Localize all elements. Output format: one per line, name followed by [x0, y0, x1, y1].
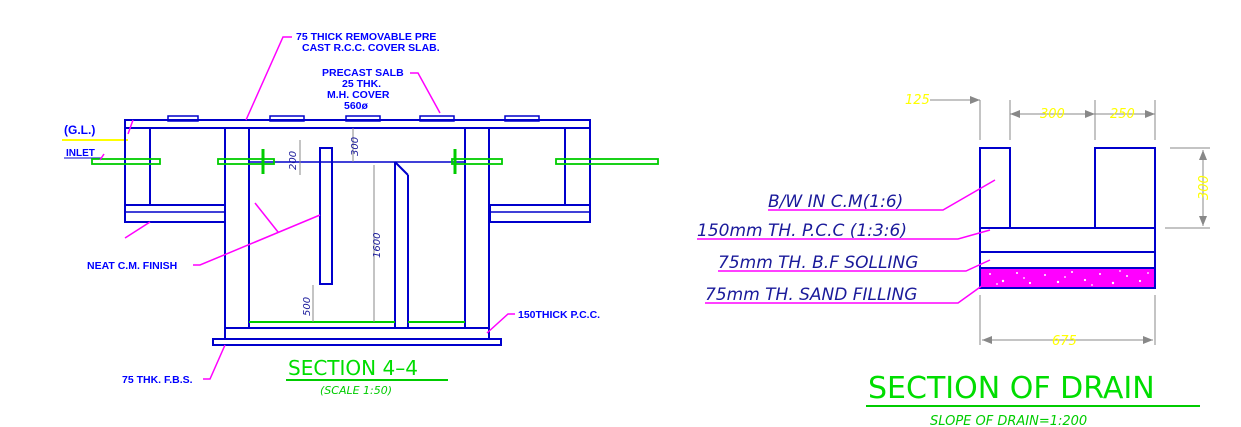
- section-of-drain: 125 300 250 300: [697, 93, 1212, 427]
- bottom-dim-arrow-l: [982, 336, 992, 344]
- leader-cover-slab: [245, 36, 292, 121]
- dim-300-top-arrowhead-l: [1010, 110, 1020, 118]
- cover-slab-label-2: CAST R.C.C. COVER SLAB.: [302, 42, 440, 54]
- bf-label: 75mm TH. B.F SOLLING: [718, 253, 918, 273]
- cover-block-3: [345, 115, 381, 122]
- drain-right-wall: [1094, 147, 1156, 229]
- leader-left-base: [124, 221, 151, 239]
- pcc-drain-label: 150mm TH. P.C.C (1:3:6): [697, 221, 907, 241]
- fbs-label: 75 THK. F.B.S.: [122, 374, 193, 386]
- cover-block-5: [504, 115, 540, 122]
- leader-neat-cm: [193, 214, 321, 266]
- leader-inlet: [99, 153, 105, 161]
- right-chamber-base: [489, 204, 591, 223]
- dim-300-side-label: 300: [1197, 175, 1212, 200]
- pcc-label: 150THICK P.C.C.: [518, 309, 600, 321]
- cover-block-2: [269, 115, 305, 122]
- outlet-pipe: [555, 158, 659, 165]
- leader-bw: [768, 179, 996, 211]
- pcc-base: [224, 327, 490, 340]
- bottom-dim-arrow-r: [1143, 336, 1153, 344]
- precast-label-3: M.H. COVER: [327, 89, 390, 101]
- dim-250-label: 250: [1110, 107, 1135, 122]
- dim-300-label: 300: [350, 137, 361, 156]
- main-right-wall: [464, 127, 490, 329]
- main-left-wall: [224, 127, 250, 329]
- sand-speckle: [989, 270, 1149, 286]
- drain-pcc: [979, 227, 1156, 253]
- pipe-left-wall: [217, 158, 275, 165]
- drain-slope: SLOPE OF DRAIN=1:200: [930, 414, 1087, 427]
- section-4-4-title: SECTION 4–4: [288, 356, 418, 380]
- dim-300-top-label: 300: [1040, 107, 1065, 122]
- inlet-pipe: [91, 158, 161, 165]
- inner-wall-top: [394, 161, 409, 176]
- precast-label-2: 25 THK.: [342, 78, 381, 90]
- left-chamber-base: [124, 204, 226, 223]
- dim-125-arrowhead: [970, 96, 980, 104]
- leader-pcc: [486, 313, 515, 334]
- pipe-right-wall: [451, 158, 503, 165]
- drain-left-wall: [979, 147, 1011, 229]
- leader-fbs: [203, 344, 226, 380]
- drain-title: SECTION OF DRAIN: [868, 371, 1155, 406]
- drain-bf-solling: [979, 251, 1156, 269]
- precast-label-1: PRECAST SALB: [322, 67, 404, 79]
- dim-125-label: 125: [905, 93, 930, 108]
- top-slab: [124, 119, 591, 129]
- dim-250-arrowhead: [1145, 110, 1155, 118]
- dim-200-label: 200: [288, 151, 299, 170]
- leader-gl: [127, 119, 134, 135]
- leader-pcc-drain: [697, 229, 991, 240]
- inlet-label: INLET: [66, 148, 95, 159]
- neat-cm-label: NEAT C.M. FINISH: [87, 260, 177, 272]
- sand-label: 75mm TH. SAND FILLING: [705, 285, 917, 305]
- drain-sand-filling: [979, 267, 1156, 289]
- fbs-base: [212, 338, 502, 346]
- section-4-4-scale: (SCALE 1:50): [320, 384, 392, 397]
- gl-label: (G.L.): [64, 123, 95, 137]
- cover-block-4: [419, 115, 455, 122]
- section-4-4: (G.L.) INLET: [62, 31, 659, 397]
- dim-1600-label: 1600: [372, 233, 383, 258]
- cover-block-1: [167, 115, 199, 122]
- side-dim-arrow-top: [1199, 150, 1207, 160]
- leader-sand: [705, 279, 991, 304]
- cover-slab-label-1: 75 THICK REMOVABLE PRE: [296, 31, 436, 43]
- leader-neat-cm-2: [254, 202, 279, 233]
- dim-675-label: 675: [1052, 334, 1077, 349]
- side-dim-arrow-bottom: [1199, 216, 1207, 226]
- precast-label-4: 560ø: [344, 100, 369, 112]
- dim-300-top-arrowhead-r: [1085, 110, 1095, 118]
- bw-label: B/W IN C.M(1:6): [768, 192, 903, 212]
- leader-precast: [410, 72, 441, 114]
- baffle-wall: [319, 147, 333, 285]
- dim-500-label: 500: [302, 297, 313, 316]
- leader-bf: [718, 259, 991, 272]
